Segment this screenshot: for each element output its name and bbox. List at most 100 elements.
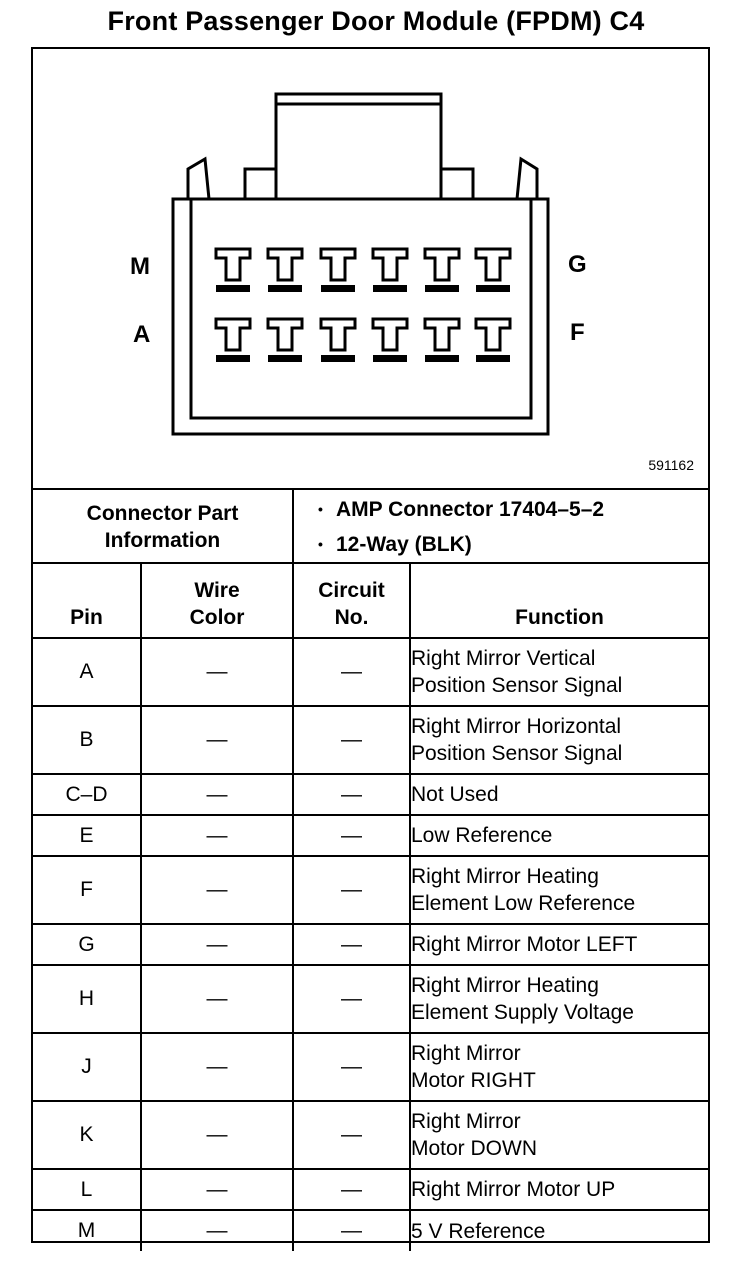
circuit-cell: — — [293, 705, 411, 774]
terminal-slot — [319, 247, 357, 282]
table-row: G——Right Mirror Motor LEFT — [33, 923, 708, 965]
pin-cell: C–D — [33, 773, 142, 815]
terminal-slot — [319, 317, 357, 352]
circuit-cell: — — [293, 1032, 411, 1101]
connector-diagram: M A G F 591162 — [33, 49, 708, 488]
circuit-cell: — — [293, 923, 411, 965]
circuit-cell: — — [293, 814, 411, 856]
wire-color-cell: — — [141, 964, 294, 1033]
connector-face-drawing — [171, 92, 550, 436]
wire-color-cell: — — [141, 1100, 294, 1169]
header-function: Function — [410, 562, 708, 638]
pin-cell: B — [33, 705, 142, 774]
function-cell: Right Mirror Motor LEFT — [410, 923, 708, 965]
wire-color-cell: — — [141, 814, 294, 856]
terminal-slot — [423, 317, 461, 352]
terminal-lock-bar — [321, 285, 355, 292]
wire-color-cell: — — [141, 637, 294, 706]
connector-sheet: M A G F 591162 Connector Part Informatio… — [31, 47, 710, 1251]
wire-color-cell: — — [141, 773, 294, 815]
connector-info-label: Connector Part Information — [33, 488, 294, 563]
terminal-lock-bar — [216, 355, 250, 362]
terminal-lock-bar — [268, 355, 302, 362]
table-row: C–D——Not Used — [33, 773, 708, 815]
circuit-cell: — — [293, 855, 411, 924]
terminal-lock-bar — [321, 355, 355, 362]
pin-label-m: M — [130, 253, 150, 280]
circuit-cell: — — [293, 1168, 411, 1210]
wire-color-cell: — — [141, 1032, 294, 1101]
terminal-slot — [371, 317, 409, 352]
terminal-lock-bar — [425, 355, 459, 362]
terminal-cavities — [214, 247, 512, 362]
circuit-cell: — — [293, 637, 411, 706]
table-row: M——5 V Reference — [33, 1209, 708, 1251]
terminal-slot — [474, 247, 512, 282]
circuit-cell: — — [293, 964, 411, 1033]
terminal-lock-bar — [425, 285, 459, 292]
header-pin: Pin — [33, 562, 142, 638]
connector-way-count: 12-Way (BLK) — [318, 527, 707, 562]
connector-info-table: Connector Part Information AMP Connector… — [33, 488, 708, 563]
pin-cell: E — [33, 814, 142, 856]
circuit-cell: — — [293, 773, 411, 815]
pin-label-a: A — [133, 321, 151, 348]
circuit-cell: — — [293, 1209, 411, 1251]
terminal-lock-bar — [476, 285, 510, 292]
pin-cell: H — [33, 964, 142, 1033]
terminal-slot — [266, 317, 304, 352]
terminal-slot — [214, 247, 252, 282]
function-cell: Not Used — [410, 773, 708, 815]
pin-cell: L — [33, 1168, 142, 1210]
pin-label-f: F — [570, 319, 585, 346]
table-row: E——Low Reference — [33, 814, 708, 856]
connector-info-list: AMP Connector 17404–5–2 12-Way (BLK) — [293, 488, 708, 563]
function-cell: Low Reference — [410, 814, 708, 856]
wire-color-cell: — — [141, 923, 294, 965]
figure-number: 591162 — [648, 457, 694, 473]
circuit-cell: — — [293, 1100, 411, 1169]
page-title: Front Passenger Door Module (FPDM) C4 — [107, 6, 645, 36]
wire-color-cell: — — [141, 705, 294, 774]
terminal-lock-bar — [268, 285, 302, 292]
terminal-lock-bar — [373, 285, 407, 292]
pin-label-g: G — [568, 251, 587, 278]
function-cell: Right Mirror Motor UP — [410, 1168, 708, 1210]
connector-part-number: AMP Connector 17404–5–2 — [318, 492, 707, 527]
pin-cell: M — [33, 1209, 142, 1251]
table-row: L——Right Mirror Motor UP — [33, 1168, 708, 1210]
function-cell: 5 V Reference — [410, 1209, 708, 1251]
wire-color-cell: — — [141, 1209, 294, 1251]
terminal-slot — [371, 247, 409, 282]
pin-cell: G — [33, 923, 142, 965]
terminal-slot — [214, 317, 252, 352]
terminal-slot — [266, 247, 304, 282]
wire-color-cell: — — [141, 855, 294, 924]
wire-color-cell: — — [141, 1168, 294, 1210]
terminal-lock-bar — [216, 285, 250, 292]
pin-cell: A — [33, 637, 142, 706]
terminal-lock-bar — [373, 355, 407, 362]
pin-cell: F — [33, 855, 142, 924]
terminal-lock-bar — [476, 355, 510, 362]
terminal-slot — [423, 247, 461, 282]
pin-cell: J — [33, 1032, 142, 1101]
terminal-slot — [474, 317, 512, 352]
pin-cell: K — [33, 1100, 142, 1169]
